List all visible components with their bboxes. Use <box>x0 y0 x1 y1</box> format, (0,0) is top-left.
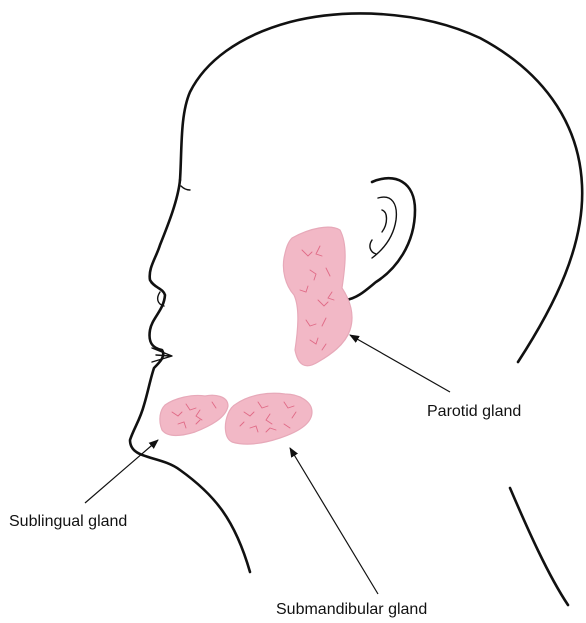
head-outline <box>180 14 582 362</box>
sublingual-label: Sublingual gland <box>9 514 127 530</box>
sublingual-pointer <box>85 440 158 503</box>
ear-inner <box>370 197 396 258</box>
parotid-pointer <box>350 335 450 392</box>
parotid-gland <box>283 227 352 366</box>
face-profile <box>130 180 250 572</box>
submandibular-label: Submandibular gland <box>276 602 427 618</box>
submandibular-gland <box>225 393 312 444</box>
ear-outer <box>346 178 415 300</box>
brow-line <box>181 186 190 190</box>
parotid-label: Parotid gland <box>427 404 521 420</box>
neck-back <box>510 488 568 605</box>
sublingual-gland <box>160 395 228 435</box>
submandibular-pointer <box>290 448 378 594</box>
